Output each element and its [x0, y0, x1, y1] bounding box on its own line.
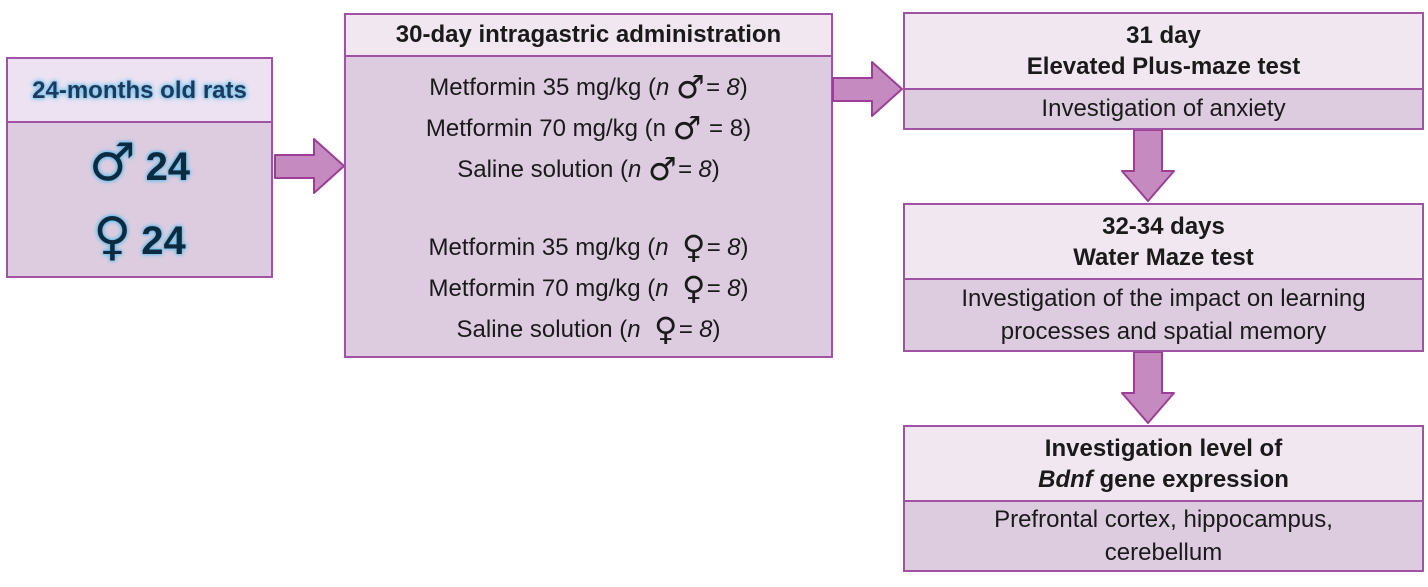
water-maze-days: 32-34 days [1102, 212, 1225, 240]
plus-maze-day: 31 day [1126, 22, 1201, 49]
rats-box-header: 24-months old rats [8, 59, 271, 123]
plus-maze-description: Investigation of anxiety [1041, 95, 1286, 122]
flow-arrow-right-1-icon [274, 138, 345, 194]
rats-cohort-box: 24-months old rats ♂ 24 ♀ 24 [6, 57, 273, 278]
treatment-line: Saline solution (n ♀= 8) [456, 310, 721, 348]
water-maze-box-body: Investigation of the impact on learning … [905, 280, 1422, 350]
male-sign-icon: ♂ [676, 68, 706, 106]
plus-maze-title: Elevated Plus-maze test [1026, 53, 1301, 80]
plus-maze-box: 31 day Elevated Plus-maze test Investiga… [903, 12, 1424, 130]
bdnf-box-body: Prefrontal cortex, hippocampus, cerebell… [905, 502, 1422, 570]
treatment-line: Metformin 70 mg/kg (n ♀= 8) [428, 269, 749, 307]
bdnf-gene-name: Bdnf [1038, 465, 1093, 493]
flow-arrow-right-2-icon [832, 61, 903, 117]
administration-box-title: 30-day intragastric administration [395, 21, 782, 48]
male-sign-icon: ♂ [88, 132, 136, 193]
female-sign-icon: ♀ [654, 310, 679, 348]
rats-box-body: ♂ 24 ♀ 24 [8, 123, 271, 276]
bdnf-header-line2-rest: gene expression [1092, 465, 1289, 493]
treatment-line: Metformin 70 mg/kg (n ♂ = 8) [425, 109, 752, 147]
female-sign-icon: ♀ [681, 269, 707, 307]
bdnf-expression-box: Investigation level of Bdnf gene express… [903, 425, 1424, 572]
bdnf-header-line2: Bdnf gene expression [1038, 464, 1289, 495]
water-maze-title: Water Maze test [1073, 243, 1254, 271]
female-treatment-group: Metformin 35 mg/kg (n ♀= 8)Metformin 70 … [346, 227, 831, 350]
administration-box-header: 30-day intragastric administration [346, 15, 831, 57]
male-count: 24 [145, 145, 191, 189]
bdnf-box-header: Investigation level of Bdnf gene express… [905, 427, 1422, 502]
water-maze-box: 32-34 days Water Maze test Investigation… [903, 203, 1424, 352]
female-sign-icon: ♀ [93, 206, 132, 267]
male-treatment-group: Metformin 35 mg/kg (n ♂= 8)Metformin 70 … [346, 67, 831, 190]
female-count: 24 [141, 219, 186, 263]
male-count-row: ♂ 24 [89, 127, 190, 199]
male-sign-icon: ♂ [672, 109, 703, 147]
female-sign-icon: ♀ [681, 228, 707, 266]
water-maze-box-header: 32-34 days Water Maze test [905, 205, 1422, 280]
plus-maze-box-body: Investigation of anxiety [905, 90, 1422, 128]
administration-box-body: Metformin 35 mg/kg (n ♂= 8)Metformin 70 … [346, 57, 831, 350]
flow-arrow-down-2-icon [1121, 352, 1175, 424]
male-sign-icon: ♂ [648, 150, 678, 188]
bdnf-header-line1: Investigation level of [1044, 434, 1283, 462]
plus-maze-box-header: 31 day Elevated Plus-maze test [905, 14, 1422, 90]
treatment-line: Saline solution (n ♂= 8) [457, 150, 720, 188]
female-count-row: ♀ 24 [93, 201, 186, 273]
treatment-line: Metformin 35 mg/kg (n ♀= 8) [428, 228, 749, 266]
water-maze-description: Investigation of the impact on learning … [961, 285, 1366, 345]
bdnf-description: Prefrontal cortex, hippocampus, cerebell… [994, 506, 1333, 566]
administration-box: 30-day intragastric administration Metfo… [344, 13, 833, 358]
flow-arrow-down-1-icon [1121, 130, 1175, 202]
treatment-line: Metformin 35 mg/kg (n ♂= 8) [429, 68, 748, 106]
rats-box-title: 24-months old rats [32, 76, 247, 104]
